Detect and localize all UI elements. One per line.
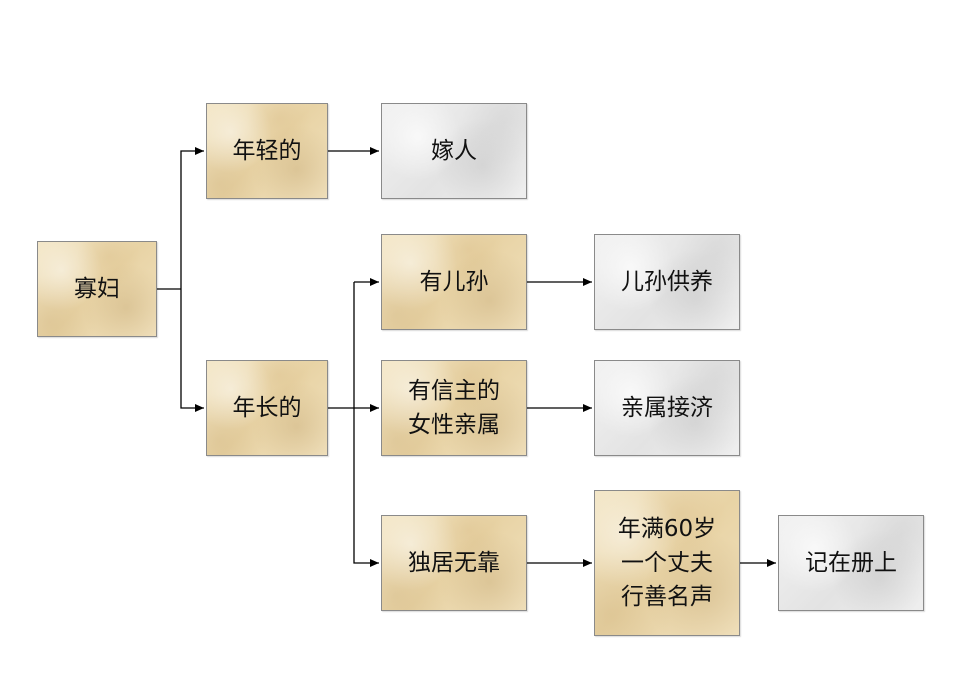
node-conditions: 年满60岁 一个丈夫 行善名声 bbox=[594, 490, 740, 636]
node-has-children-label: 有儿孙 bbox=[419, 269, 489, 295]
node-young: 年轻的 bbox=[206, 103, 328, 199]
connector-widow-young bbox=[180, 147, 204, 289]
node-alone: 独居无靠 bbox=[381, 515, 527, 611]
node-old: 年长的 bbox=[206, 360, 328, 456]
node-alone-label: 独居无靠 bbox=[408, 550, 500, 576]
node-believing-relative-text: 有信主的 女性亲属 bbox=[408, 374, 500, 442]
node-conditions-line-1: 年满60岁 bbox=[617, 516, 717, 542]
node-remarry-label: 嫁人 bbox=[431, 138, 477, 164]
node-believing-relative-line-2: 女性亲属 bbox=[408, 412, 500, 438]
node-relative-aid-label: 亲属接济 bbox=[621, 395, 713, 421]
node-conditions-text: 年满60岁 一个丈夫 行善名声 bbox=[618, 512, 716, 614]
node-believing-relative: 有信主的 女性亲属 bbox=[381, 360, 527, 456]
node-widow-label: 寡妇 bbox=[74, 276, 120, 302]
node-remarry: 嫁人 bbox=[381, 103, 527, 199]
node-register-label: 记在册上 bbox=[805, 550, 897, 576]
node-believing-relative-line-1: 有信主的 bbox=[408, 378, 500, 404]
node-conditions-line-2: 一个丈夫 bbox=[621, 550, 713, 576]
node-children-support: 儿孙供养 bbox=[594, 234, 740, 330]
connector-widow-old bbox=[180, 289, 204, 412]
node-children-support-label: 儿孙供养 bbox=[621, 269, 713, 295]
node-has-children: 有儿孙 bbox=[381, 234, 527, 330]
node-young-label: 年轻的 bbox=[232, 138, 302, 164]
node-relative-aid: 亲属接济 bbox=[594, 360, 740, 456]
node-old-label: 年长的 bbox=[232, 395, 302, 421]
node-conditions-line-3: 行善名声 bbox=[621, 584, 713, 610]
connector-old-alone bbox=[353, 408, 379, 567]
node-register: 记在册上 bbox=[778, 515, 924, 611]
node-widow: 寡妇 bbox=[37, 241, 157, 337]
